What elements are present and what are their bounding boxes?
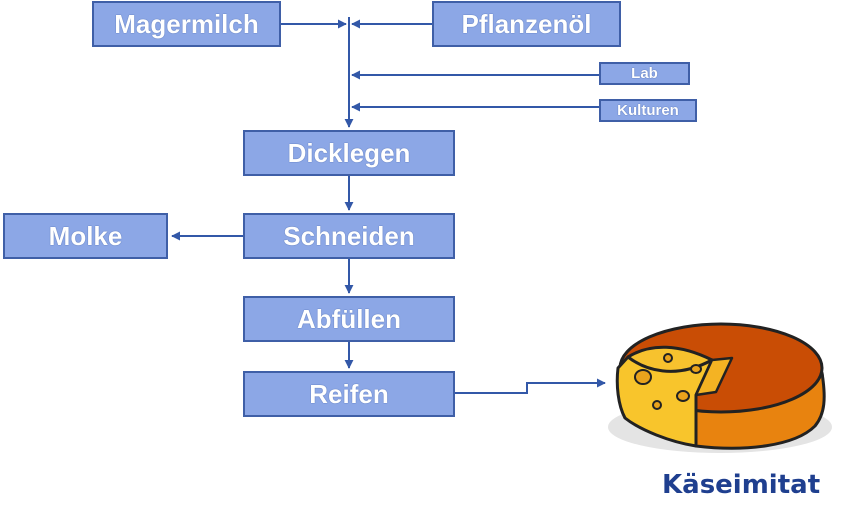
node-reifen: Reifen — [243, 371, 455, 417]
node-kulturen: Kulturen — [599, 99, 697, 122]
node-magermilch: Magermilch — [92, 1, 281, 47]
node-schneiden: Schneiden — [243, 213, 455, 259]
node-abfuellen: Abfüllen — [243, 296, 455, 342]
product-label: Käseimitat — [662, 470, 821, 500]
node-dicklegen: Dicklegen — [243, 130, 455, 176]
arrow-to-kaese — [455, 378, 606, 394]
node-lab: Lab — [599, 62, 690, 85]
node-pflanzenoel: Pflanzenöl — [432, 1, 621, 47]
node-molke: Molke — [3, 213, 168, 259]
